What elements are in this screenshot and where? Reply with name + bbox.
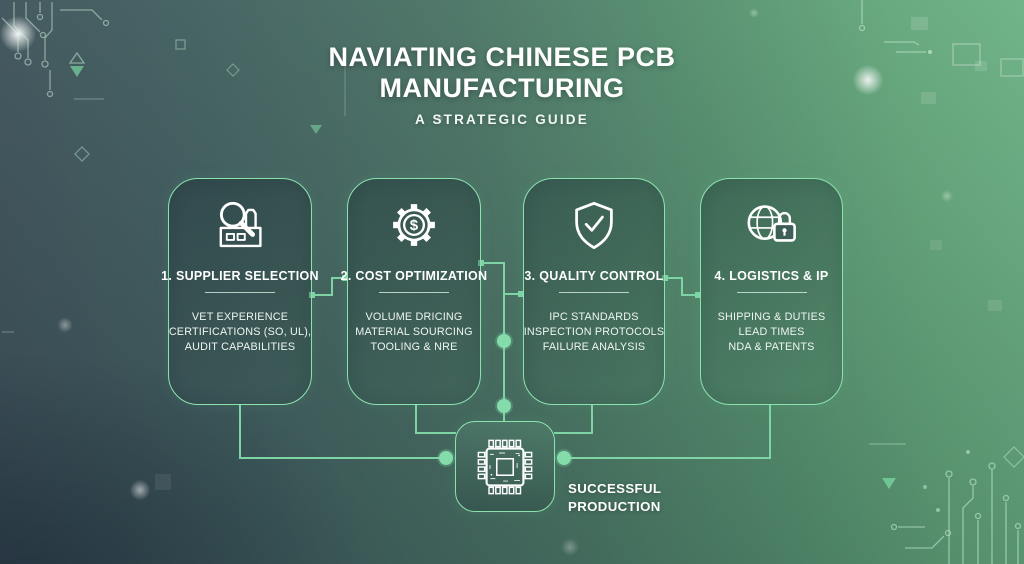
card-line: TOOLING & NRE — [370, 341, 458, 353]
card-quality-control: 3. QUALITY CONTROL IPC STANDARDS INSPECT… — [523, 178, 665, 405]
card-cost-optimization: $ 2. COST OPTIMIZATION VOLUME DRICING MA… — [341, 178, 487, 405]
card-line: IPC STANDARDS — [549, 311, 639, 323]
card-line: NDA & PATENTS — [728, 341, 815, 353]
card-body: VOLUME DRICING MATERIAL SOURCING TOOLING… — [355, 310, 472, 355]
card-line: LEAD TIMES — [738, 326, 805, 338]
card-divider — [559, 292, 629, 293]
factory-magnifier-icon — [210, 194, 270, 256]
gear-dollar-icon: $ — [386, 194, 442, 256]
shield-check-icon — [570, 194, 618, 256]
card-body: SHIPPING & DUTIES LEAD TIMES NDA & PATEN… — [718, 310, 826, 355]
connector-card4-chip — [570, 405, 771, 459]
card-line: VET EXPERIENCE — [191, 311, 289, 323]
shapes-bottom-right — [869, 443, 1024, 512]
card-body: IPC STANDARDS INSPECTION PROTOCOLS FAILU… — [524, 310, 665, 355]
card-title: 3. QUALITY CONTROL — [524, 269, 664, 283]
globe-lock-icon — [741, 194, 803, 256]
result-line-1: SUCCESSFUL — [568, 481, 662, 496]
connector-card3-card4 — [665, 277, 698, 296]
page-title-line-1: NAVIATING CHINESE PCB — [328, 42, 676, 72]
card-line: CERTIFICATIONS (SO, UL), — [168, 326, 312, 338]
card-title: 2. COST OPTIMIZATION — [340, 269, 488, 283]
connector-card3-chip — [554, 405, 593, 434]
connector-card2-chip — [415, 405, 456, 434]
card-title: 1. SUPPLIER SELECTION — [161, 269, 319, 283]
microchip-icon — [474, 436, 536, 498]
card-line: VOLUME DRICING — [365, 311, 463, 323]
card-body: VET EXPERIENCE CERTIFICATIONS (SO, UL), … — [169, 310, 311, 355]
card-line: AUDIT CAPABILITIES — [184, 341, 296, 353]
card-line: FAILURE ANALYSIS — [542, 341, 646, 353]
dollar-symbol: $ — [410, 217, 419, 234]
card-line: MATERIAL SOURCING — [355, 326, 473, 338]
result-line-2: PRODUCTION — [568, 498, 661, 514]
page-subtitle: A STRATEGIC GUIDE — [415, 112, 589, 127]
page-title-line-2: MANUFACTURING — [379, 73, 625, 103]
card-line: INSPECTION PROTOCOLS — [523, 326, 665, 338]
header: NAVIATING CHINESE PCB MANUFACTURING A ST… — [0, 42, 1004, 127]
card-divider — [205, 292, 275, 293]
chip-card — [455, 421, 555, 512]
card-line: SHIPPING & DUTIES — [717, 311, 826, 323]
circuit-traces-bottom-right — [890, 462, 1022, 564]
card-logistics-ip: 4. LOGISTICS & IP SHIPPING & DUTIES LEAD… — [700, 178, 843, 405]
card-divider — [379, 292, 449, 293]
result-label: SUCCESSFUL PRODUCTION — [568, 480, 661, 515]
connector-card1-chip — [239, 405, 440, 459]
card-divider — [736, 292, 807, 293]
card-title: 4. LOGISTICS & IP — [714, 269, 829, 283]
card-supplier-selection: 1. SUPPLIER SELECTION VET EXPERIENCE CER… — [161, 178, 319, 405]
